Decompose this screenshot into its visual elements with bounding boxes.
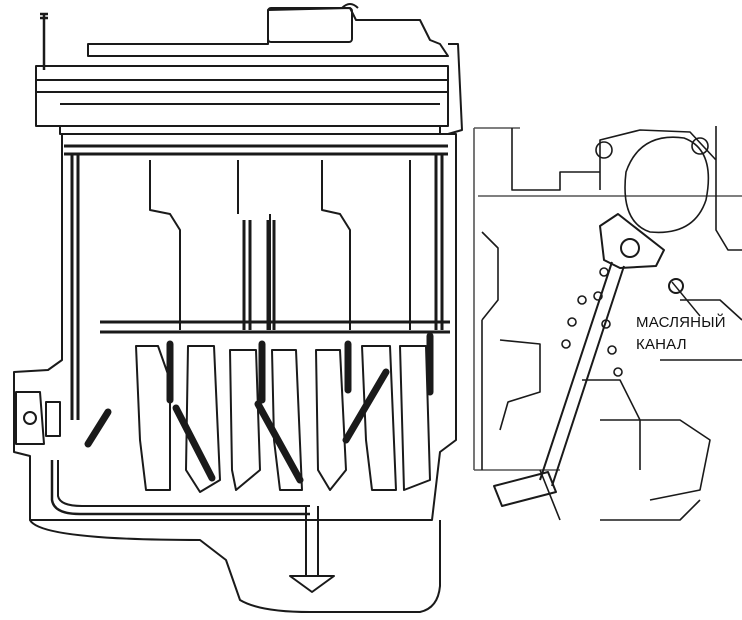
head-gasket bbox=[59, 126, 441, 135]
oil-channel-hole bbox=[668, 278, 684, 294]
engine-block-section bbox=[13, 3, 463, 613]
upper-oil-gallery bbox=[64, 144, 448, 156]
vertical-oil-passages bbox=[70, 154, 444, 420]
crankshaft bbox=[135, 345, 431, 493]
camshaft-line bbox=[36, 79, 448, 105]
cylinder-head bbox=[35, 65, 449, 127]
main-oil-gallery bbox=[100, 320, 450, 334]
timing-cover-upper bbox=[447, 43, 463, 135]
rocker-arm bbox=[599, 213, 665, 269]
oil-filler-cap bbox=[267, 7, 353, 43]
callout-leader bbox=[671, 281, 701, 317]
valve-head bbox=[493, 471, 557, 507]
detail-frame bbox=[473, 127, 742, 471]
pushrod bbox=[539, 261, 625, 487]
oil-strainer bbox=[289, 506, 335, 593]
oil-channel-label-line1: МАСЛЯНЫЙ bbox=[636, 314, 726, 331]
front-pulley bbox=[15, 391, 61, 445]
head-bolt bbox=[595, 141, 613, 159]
pump-bolt bbox=[23, 411, 37, 425]
cylinder-block bbox=[13, 133, 457, 521]
oil-holes bbox=[561, 267, 623, 377]
oil-pickup-pipe bbox=[50, 460, 310, 516]
head-bolt-2 bbox=[691, 137, 709, 155]
head-casting bbox=[511, 126, 742, 251]
rocker-pivot bbox=[620, 238, 640, 258]
breather-knob bbox=[341, 3, 359, 9]
dipstick bbox=[40, 12, 48, 70]
cylinder-bores bbox=[149, 160, 411, 330]
rocker-detail-view bbox=[473, 126, 742, 521]
block-casting bbox=[481, 231, 742, 521]
oil-pickup-pipe-inner bbox=[57, 460, 310, 507]
oil-channel-label: МАСЛЯНЫЙ КАНАЛ bbox=[636, 312, 726, 356]
oil-channel-label-line2: КАНАЛ bbox=[636, 336, 687, 353]
oil-flow-passages bbox=[84, 332, 434, 484]
cam-lobe bbox=[624, 136, 710, 234]
oil-pan bbox=[29, 519, 441, 613]
